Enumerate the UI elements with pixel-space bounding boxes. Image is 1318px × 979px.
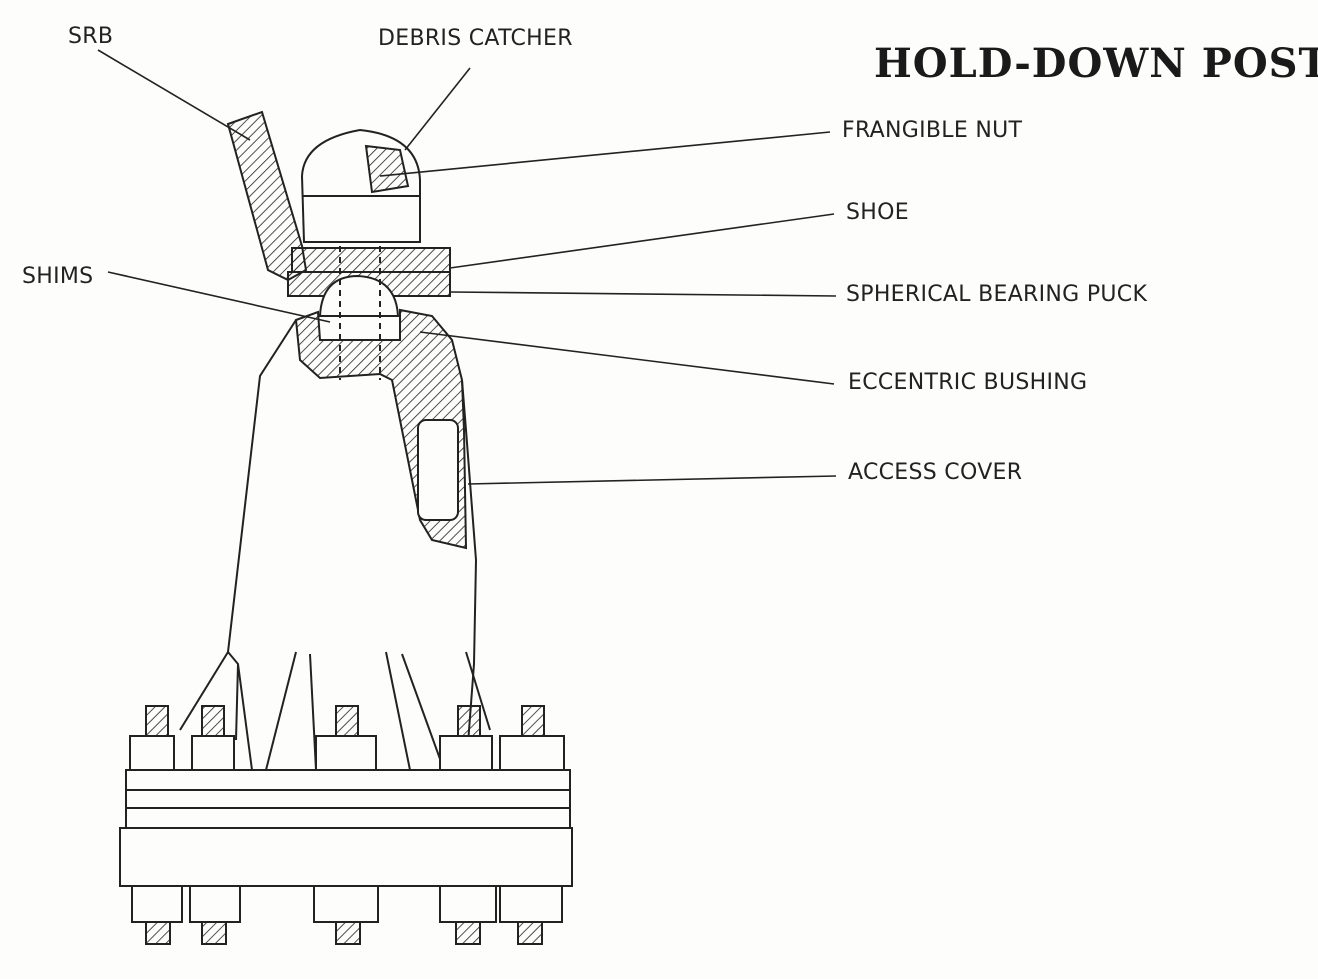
- lower-bolts: [131, 885, 563, 945]
- label-srb: SRB: [68, 24, 114, 49]
- label-shoe: SHOE: [846, 200, 909, 225]
- upper-bolts: [129, 705, 565, 771]
- upper-flange: [125, 769, 571, 829]
- label-frangible-nut: FRANGIBLE NUT: [842, 118, 1023, 143]
- label-shims: SHIMS: [22, 264, 94, 289]
- label-access-cover: ACCESS COVER: [848, 460, 1023, 485]
- label-spherical-bearing-puck: SPHERICAL BEARING PUCK: [846, 282, 1148, 307]
- access-cover: [417, 419, 459, 521]
- shoe: [291, 247, 451, 273]
- page-title: HOLD-DOWN POSTS: [874, 40, 1318, 87]
- lower-flange: [119, 827, 573, 887]
- label-eccentric-bushing: ECCENTRIC BUSHING: [848, 370, 1088, 395]
- leader-lines: [97, 49, 837, 485]
- frangible-nut-cutaway: [364, 144, 410, 194]
- label-debris-catcher: DEBRIS CATCHER: [378, 26, 573, 51]
